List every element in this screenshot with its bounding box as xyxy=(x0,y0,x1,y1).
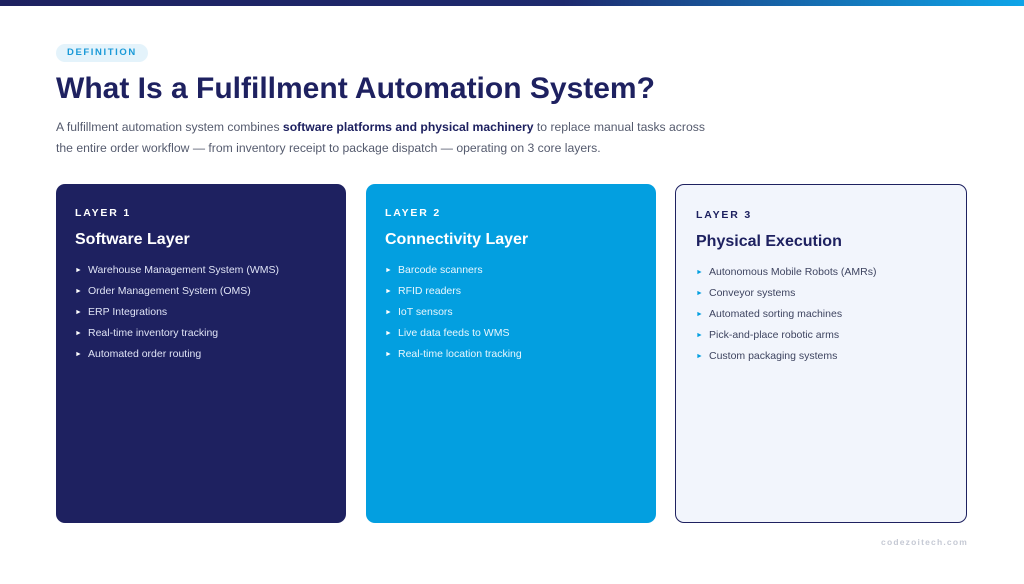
list-item-text: Automated order routing xyxy=(88,348,202,360)
list-item-text: Automated sorting machines xyxy=(709,308,843,320)
list-item: ► Real-time location tracking xyxy=(385,348,522,369)
layer-label: LAYER 2 xyxy=(385,207,441,219)
bullet-arrow-icon: ► xyxy=(75,330,82,337)
intro-text-start: A fulfillment automation system combines xyxy=(56,120,283,134)
list-item: ► Conveyor systems xyxy=(696,287,876,308)
layer-card-physical: LAYER 3 Physical Execution ► Autonomous M… xyxy=(675,184,967,523)
intro-paragraph: A fulfillment automation system combines… xyxy=(56,117,716,159)
list-item: ► RFID readers xyxy=(385,285,522,306)
layer-title: Physical Execution xyxy=(696,233,842,250)
list-item-text: Real-time location tracking xyxy=(398,348,522,360)
list-item: ► Real-time inventory tracking xyxy=(75,327,279,348)
bullet-arrow-icon: ► xyxy=(75,267,82,274)
layer-card-connectivity: LAYER 2 Connectivity Layer ► Barcode scan… xyxy=(366,184,656,523)
bullet-arrow-icon: ► xyxy=(385,288,392,295)
page-title: What Is a Fulfillment Automation System? xyxy=(56,72,655,105)
list-item: ► Pick-and-place robotic arms xyxy=(696,329,876,350)
list-item: ► ERP Integrations xyxy=(75,306,279,327)
bullet-arrow-icon: ► xyxy=(696,290,703,297)
list-item: ► Warehouse Management System (WMS) xyxy=(75,264,279,285)
list-item-text: ERP Integrations xyxy=(88,306,168,318)
bullet-arrow-icon: ► xyxy=(385,330,392,337)
bullet-arrow-icon: ► xyxy=(75,351,82,358)
list-item-text: Pick-and-place robotic arms xyxy=(709,329,840,341)
layer-title: Connectivity Layer xyxy=(385,231,529,248)
bullet-arrow-icon: ► xyxy=(385,267,392,274)
intro-text-bold: software platforms and physical machiner… xyxy=(282,120,534,134)
definition-badge: DEFINITION xyxy=(56,44,148,62)
intro-text-end: to replace manual tasks across the entir… xyxy=(56,120,705,155)
bullet-arrow-icon: ► xyxy=(696,311,703,318)
list-item: ► Custom packaging systems xyxy=(696,350,876,371)
layer-item-list: ► Warehouse Management System (WMS) ► Orde… xyxy=(75,264,279,369)
layer-label: LAYER 1 xyxy=(75,207,131,219)
layer-item-list: ► Autonomous Mobile Robots (AMRs) ► Convey… xyxy=(696,266,876,371)
list-item: ► Automated sorting machines xyxy=(696,308,876,329)
list-item-text: Conveyor systems xyxy=(709,287,796,299)
bullet-arrow-icon: ► xyxy=(75,288,82,295)
bullet-arrow-icon: ► xyxy=(696,353,703,360)
list-item: ► Barcode scanners xyxy=(385,264,522,285)
list-item: ► Order Management System (OMS) xyxy=(75,285,279,306)
list-item-text: Live data feeds to WMS xyxy=(398,327,510,339)
list-item-text: RFID readers xyxy=(398,285,462,297)
bullet-arrow-icon: ► xyxy=(696,269,703,276)
list-item-text: Custom packaging systems xyxy=(709,350,838,362)
top-accent-bar xyxy=(0,0,1024,6)
list-item-text: Autonomous Mobile Robots (AMRs) xyxy=(709,266,877,278)
list-item-text: Barcode scanners xyxy=(398,264,483,276)
layer-title: Software Layer xyxy=(75,231,190,248)
bullet-arrow-icon: ► xyxy=(75,309,82,316)
layer-item-list: ► Barcode scanners ► RFID readers ► IoT sen… xyxy=(385,264,522,369)
bullet-arrow-icon: ► xyxy=(385,309,392,316)
list-item: ► Autonomous Mobile Robots (AMRs) xyxy=(696,266,876,287)
list-item-text: Warehouse Management System (WMS) xyxy=(88,264,280,276)
footer-watermark: codezoitech.com xyxy=(881,537,968,547)
layer-card-software: LAYER 1 Software Layer ► Warehouse Manage… xyxy=(56,184,346,523)
list-item: ► Live data feeds to WMS xyxy=(385,327,522,348)
list-item-text: Order Management System (OMS) xyxy=(88,285,251,297)
layer-label: LAYER 3 xyxy=(696,209,752,221)
list-item: ► IoT sensors xyxy=(385,306,522,327)
list-item-text: IoT sensors xyxy=(398,306,453,318)
bullet-arrow-icon: ► xyxy=(696,332,703,339)
bullet-arrow-icon: ► xyxy=(385,351,392,358)
list-item: ► Automated order routing xyxy=(75,348,279,369)
list-item-text: Real-time inventory tracking xyxy=(88,327,219,339)
